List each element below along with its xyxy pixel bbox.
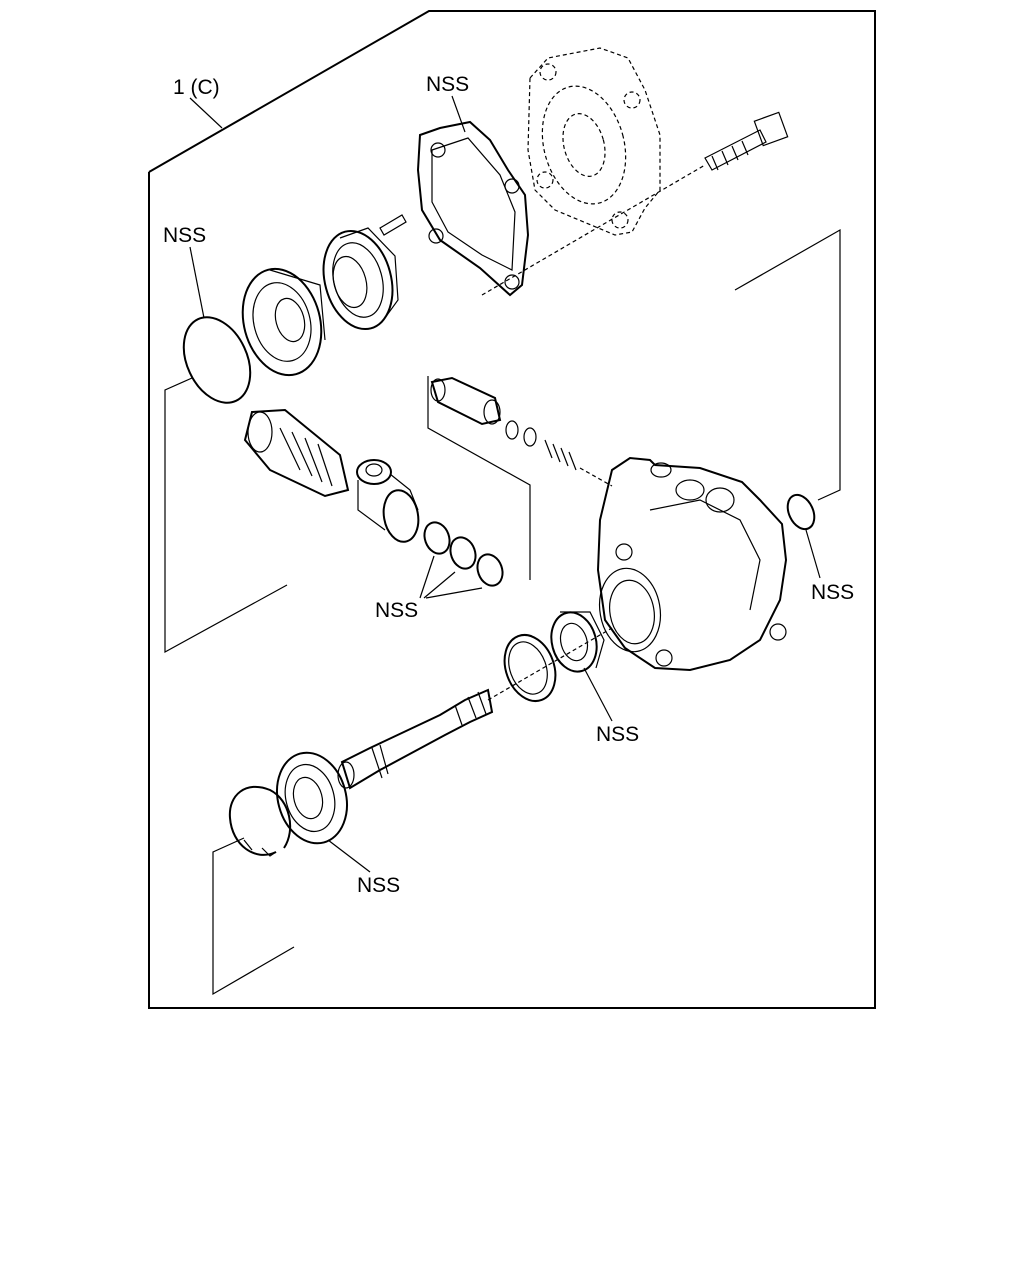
cam-ring-rotor: [322, 227, 399, 331]
valve-oring-2: [449, 536, 477, 570]
drive-shaft-centerline: [487, 627, 613, 701]
assembly-label-leader: [189, 97, 223, 129]
flow-control-valve: [243, 408, 350, 498]
nss-leader-bearing: [327, 839, 371, 873]
oring-left: [182, 316, 252, 404]
bearing-group-bracket: [212, 837, 295, 996]
rear-cover: [527, 47, 661, 236]
oring-right: [786, 493, 816, 531]
nss-leader-valve-oring-1: [419, 555, 435, 599]
snap-ring: [228, 785, 292, 857]
nss-label-bearing: NSS: [357, 874, 400, 897]
assembly-frame: [148, 10, 876, 1009]
valve-oring-1: [423, 521, 451, 555]
nss-leader-gasket: [451, 95, 466, 133]
nss-label-gasket: NSS: [426, 73, 469, 96]
relief-valve-spool: [430, 376, 502, 426]
shaft-seal: [550, 611, 605, 673]
dowel-pin: [379, 214, 407, 236]
nss-label-valve-orings: NSS: [375, 599, 418, 622]
nss-label-shaft-seal: NSS: [596, 723, 639, 746]
union-fitting: [356, 459, 420, 543]
side-plate: [241, 267, 326, 377]
nss-leader-valve-oring-3: [425, 587, 483, 599]
nss-leader-oring-left: [189, 246, 205, 319]
ball-bearing: [276, 751, 348, 845]
nss-leader-oring-right: [805, 529, 821, 579]
pump-body: [596, 456, 788, 672]
washer: [503, 634, 557, 702]
valve-group-bracket-center: [427, 376, 531, 580]
valve-oring-3: [476, 553, 504, 587]
bolt: [704, 111, 789, 171]
relief-valve-spring: [505, 420, 613, 487]
bolt-centerline: [481, 164, 706, 296]
gasket: [416, 120, 530, 297]
valve-group-bracket-right: [734, 228, 841, 501]
nss-label-oring-right: NSS: [811, 581, 854, 604]
valve-group-bracket-left: [164, 377, 288, 654]
nss-label-oring-left: NSS: [163, 224, 206, 247]
nss-leader-valve-oring-2: [423, 571, 456, 599]
nss-leader-shaft-seal: [583, 667, 613, 722]
drive-shaft: [337, 688, 494, 790]
assembly-label: 1 (C): [173, 76, 220, 99]
